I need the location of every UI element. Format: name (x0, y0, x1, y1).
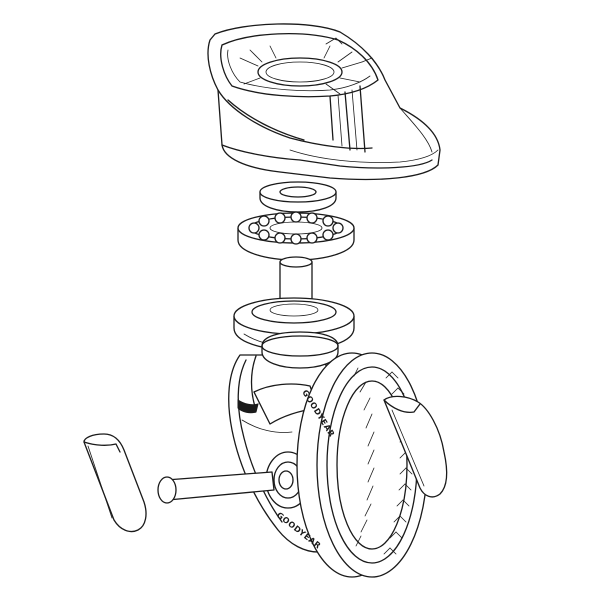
bearing-balls (248, 211, 344, 245)
tire: GOODYEAR GOODYEAR (275, 352, 428, 578)
mounting-bracket (207, 23, 441, 181)
right-end-cap (383, 395, 448, 498)
spacer-washer (259, 181, 337, 213)
ball-bearing-ring (237, 211, 355, 261)
axle-pin (157, 471, 275, 504)
left-end-cap (83, 433, 147, 533)
